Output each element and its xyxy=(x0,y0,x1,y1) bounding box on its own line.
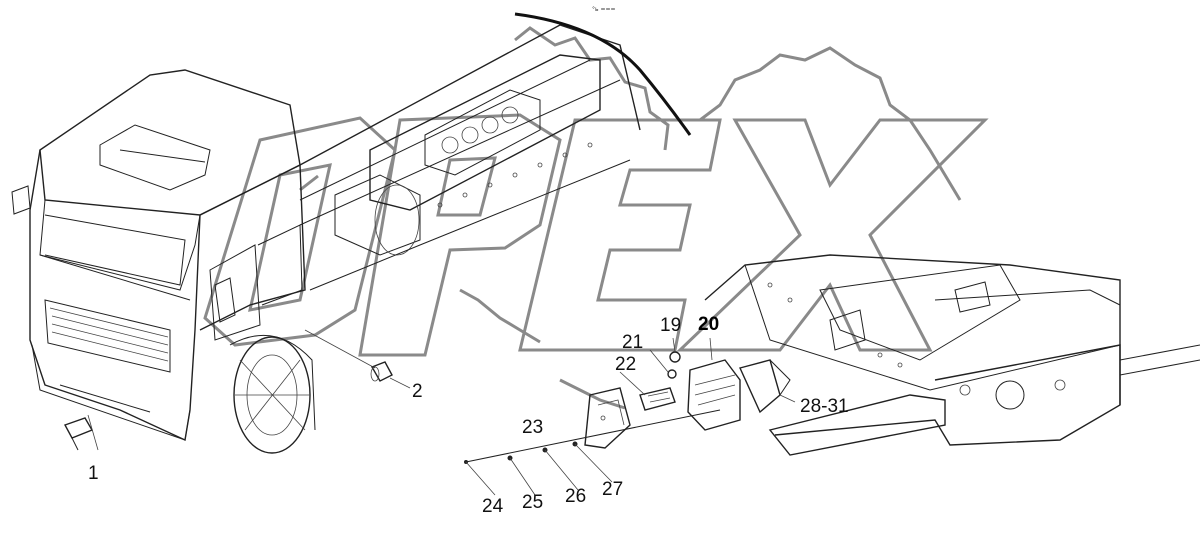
part-22-connector-plug xyxy=(619,371,676,411)
callout-26: 26 xyxy=(565,486,586,507)
rear-frame-detail-illustration xyxy=(704,254,1200,456)
callout-2: 2 xyxy=(412,381,423,402)
callout-20: 20 xyxy=(698,314,719,335)
part-1-sensor xyxy=(63,414,99,451)
callout-25: 25 xyxy=(522,492,543,513)
callout-27: 27 xyxy=(602,479,623,500)
chassis-frame-illustration xyxy=(299,12,692,291)
watermark-gear xyxy=(299,26,962,410)
callout-21: 21 xyxy=(622,332,643,353)
part-19-nut xyxy=(669,337,681,363)
part-23-plate xyxy=(584,387,631,449)
part-20-control-unit xyxy=(687,337,741,431)
callout-1: 1 xyxy=(88,463,99,484)
truck-cab-illustration xyxy=(11,69,316,454)
callout-22: 22 xyxy=(615,354,636,375)
watermark-letters xyxy=(203,113,989,357)
part-2-connector xyxy=(304,329,411,389)
part-28-31-bracket xyxy=(739,359,796,414)
callout-23: 23 xyxy=(522,417,543,438)
callout-19: 19 xyxy=(660,315,681,336)
callout-28-31: 28-31 xyxy=(800,396,849,417)
corner-text: °ь === xyxy=(592,6,616,13)
callout-24: 24 xyxy=(482,496,504,517)
part-21-washer xyxy=(649,349,677,379)
bolt-leader-line xyxy=(464,409,721,496)
